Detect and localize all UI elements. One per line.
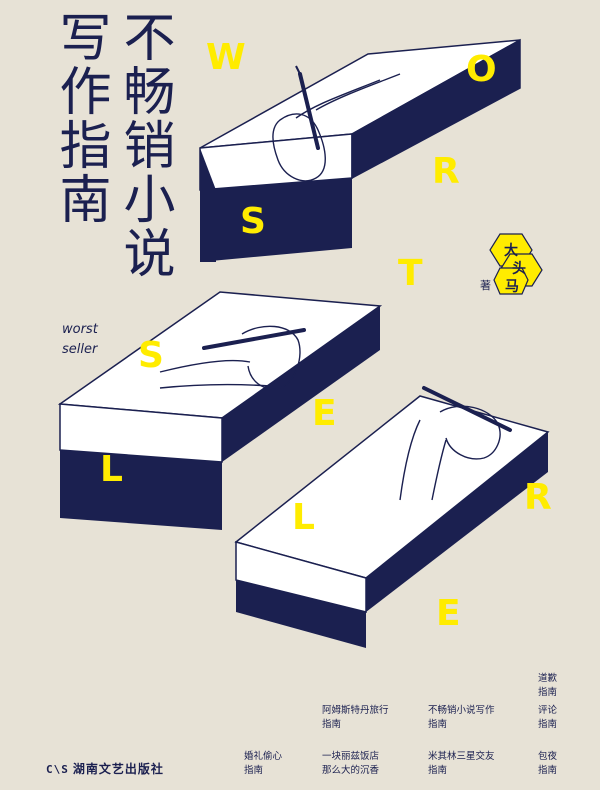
title-line-2: 写作指南 <box>50 10 110 226</box>
series-item: 婚礼偷心指南 <box>244 751 283 776</box>
block-top <box>199 38 521 262</box>
publisher-name: 湖南文艺出版社 <box>72 762 164 776</box>
letter-s: S <box>240 201 266 242</box>
letter-r: R <box>432 151 460 192</box>
hand-writing-bottom-icon <box>399 386 512 501</box>
letter-e: E <box>312 393 337 434</box>
tagline-worst: worst <box>62 322 98 337</box>
series-item: 一块丽兹饭店那么大的沉香 <box>322 751 380 776</box>
letter-o: O <box>466 49 497 90</box>
series-item: 道歉指南 <box>538 673 558 698</box>
author-badge-icon <box>489 233 543 295</box>
title-line-1: 不畅销小说 <box>114 10 174 280</box>
publisher-logo-icon: C\S <box>46 763 69 776</box>
hand-writing-middle-icon <box>159 325 306 390</box>
letter-r-2: R <box>524 477 552 518</box>
author-char-1: 大 <box>504 243 518 259</box>
letter-w: W <box>206 37 246 78</box>
series-item: 评论指南 <box>538 705 558 730</box>
series-item: 包夜指南 <box>538 751 558 776</box>
block-middle <box>57 291 383 530</box>
author-char-2: 头 <box>512 261 526 277</box>
letter-l: L <box>100 449 123 490</box>
letter-s-2: S <box>138 335 164 376</box>
author-role: 著 <box>480 279 491 292</box>
hand-writing-top-icon <box>272 65 401 182</box>
letter-e-2: E <box>436 593 461 634</box>
author-char-3: 马 <box>505 279 519 295</box>
block-bottom <box>234 395 550 648</box>
series-item: 不畅销小说写作指南 <box>428 705 495 730</box>
tagline-seller: seller <box>62 342 98 357</box>
series-item: 米其林三星交友指南 <box>428 751 495 776</box>
letter-t: T <box>398 253 423 294</box>
series-item: 阿姆斯特丹旅行指南 <box>322 705 389 730</box>
letter-l-2: L <box>292 497 315 538</box>
